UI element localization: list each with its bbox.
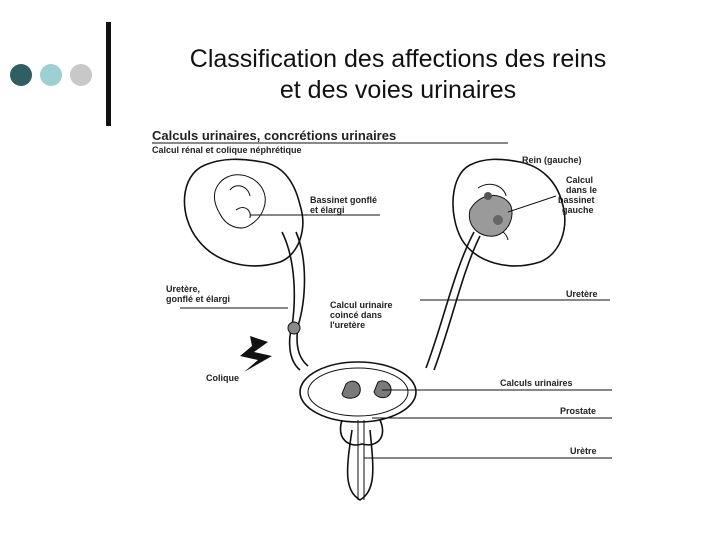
stone-in-ureter	[287, 321, 301, 335]
prostate-urethra	[339, 419, 384, 501]
title-line-2: et des voies urinaires	[279, 76, 517, 104]
label-bassinet-line2: et élargi	[310, 205, 345, 215]
left-kidney	[452, 158, 566, 267]
title-line-1: Classification des affections des reins	[189, 45, 607, 73]
lead-calcul-bassinet	[507, 195, 557, 213]
label-calcul-coince-line1: Calcul urinaire	[330, 300, 393, 310]
label-rein: Rein (gauche)	[522, 155, 582, 165]
label-uretere-gonfle-line2: gonflé et élargi	[166, 294, 230, 304]
label-calcul-bassinet-line1: Calcul	[566, 175, 593, 185]
label-uretere: Uretère	[566, 289, 598, 299]
bladder-stone-2	[373, 380, 392, 399]
label-uretre: Urètre	[570, 446, 597, 456]
bladder-stone-1	[341, 380, 361, 399]
label-bassinet-line1: Bassinet gonflé	[310, 195, 377, 205]
right-kidney-swollen	[183, 158, 304, 267]
label-calcul-coince-line3: l'uretère	[330, 320, 365, 330]
slide-title: Classification des affections des reins …	[118, 44, 678, 106]
diagram-subheader: Calcul rénal et colique néphrétique	[152, 145, 302, 155]
label-calculs-urinaires: Calculs urinaires	[500, 378, 573, 388]
label-colique: Colique	[206, 373, 239, 383]
colic-lightning-icon	[240, 336, 272, 372]
dot-dark	[10, 64, 32, 86]
label-calcul-bassinet-line4: gauche	[562, 205, 594, 215]
label-uretere-gonfle-line1: Uretère,	[166, 284, 200, 294]
ureters	[281, 231, 481, 371]
bladder	[299, 361, 417, 423]
dot-light-teal	[40, 64, 62, 86]
diagram-header: Calculs urinaires, concrétions urinaires	[152, 128, 396, 143]
label-calcul-bassinet-line2: dans le	[566, 185, 597, 195]
label-calcul-bassinet-line3: bassinet	[558, 195, 595, 205]
label-prostate: Prostate	[560, 406, 596, 416]
dot-gray	[70, 64, 92, 86]
title-divider	[106, 22, 111, 126]
bullet-dots	[10, 64, 94, 86]
label-calcul-coince-line2: coincé dans	[330, 310, 382, 320]
